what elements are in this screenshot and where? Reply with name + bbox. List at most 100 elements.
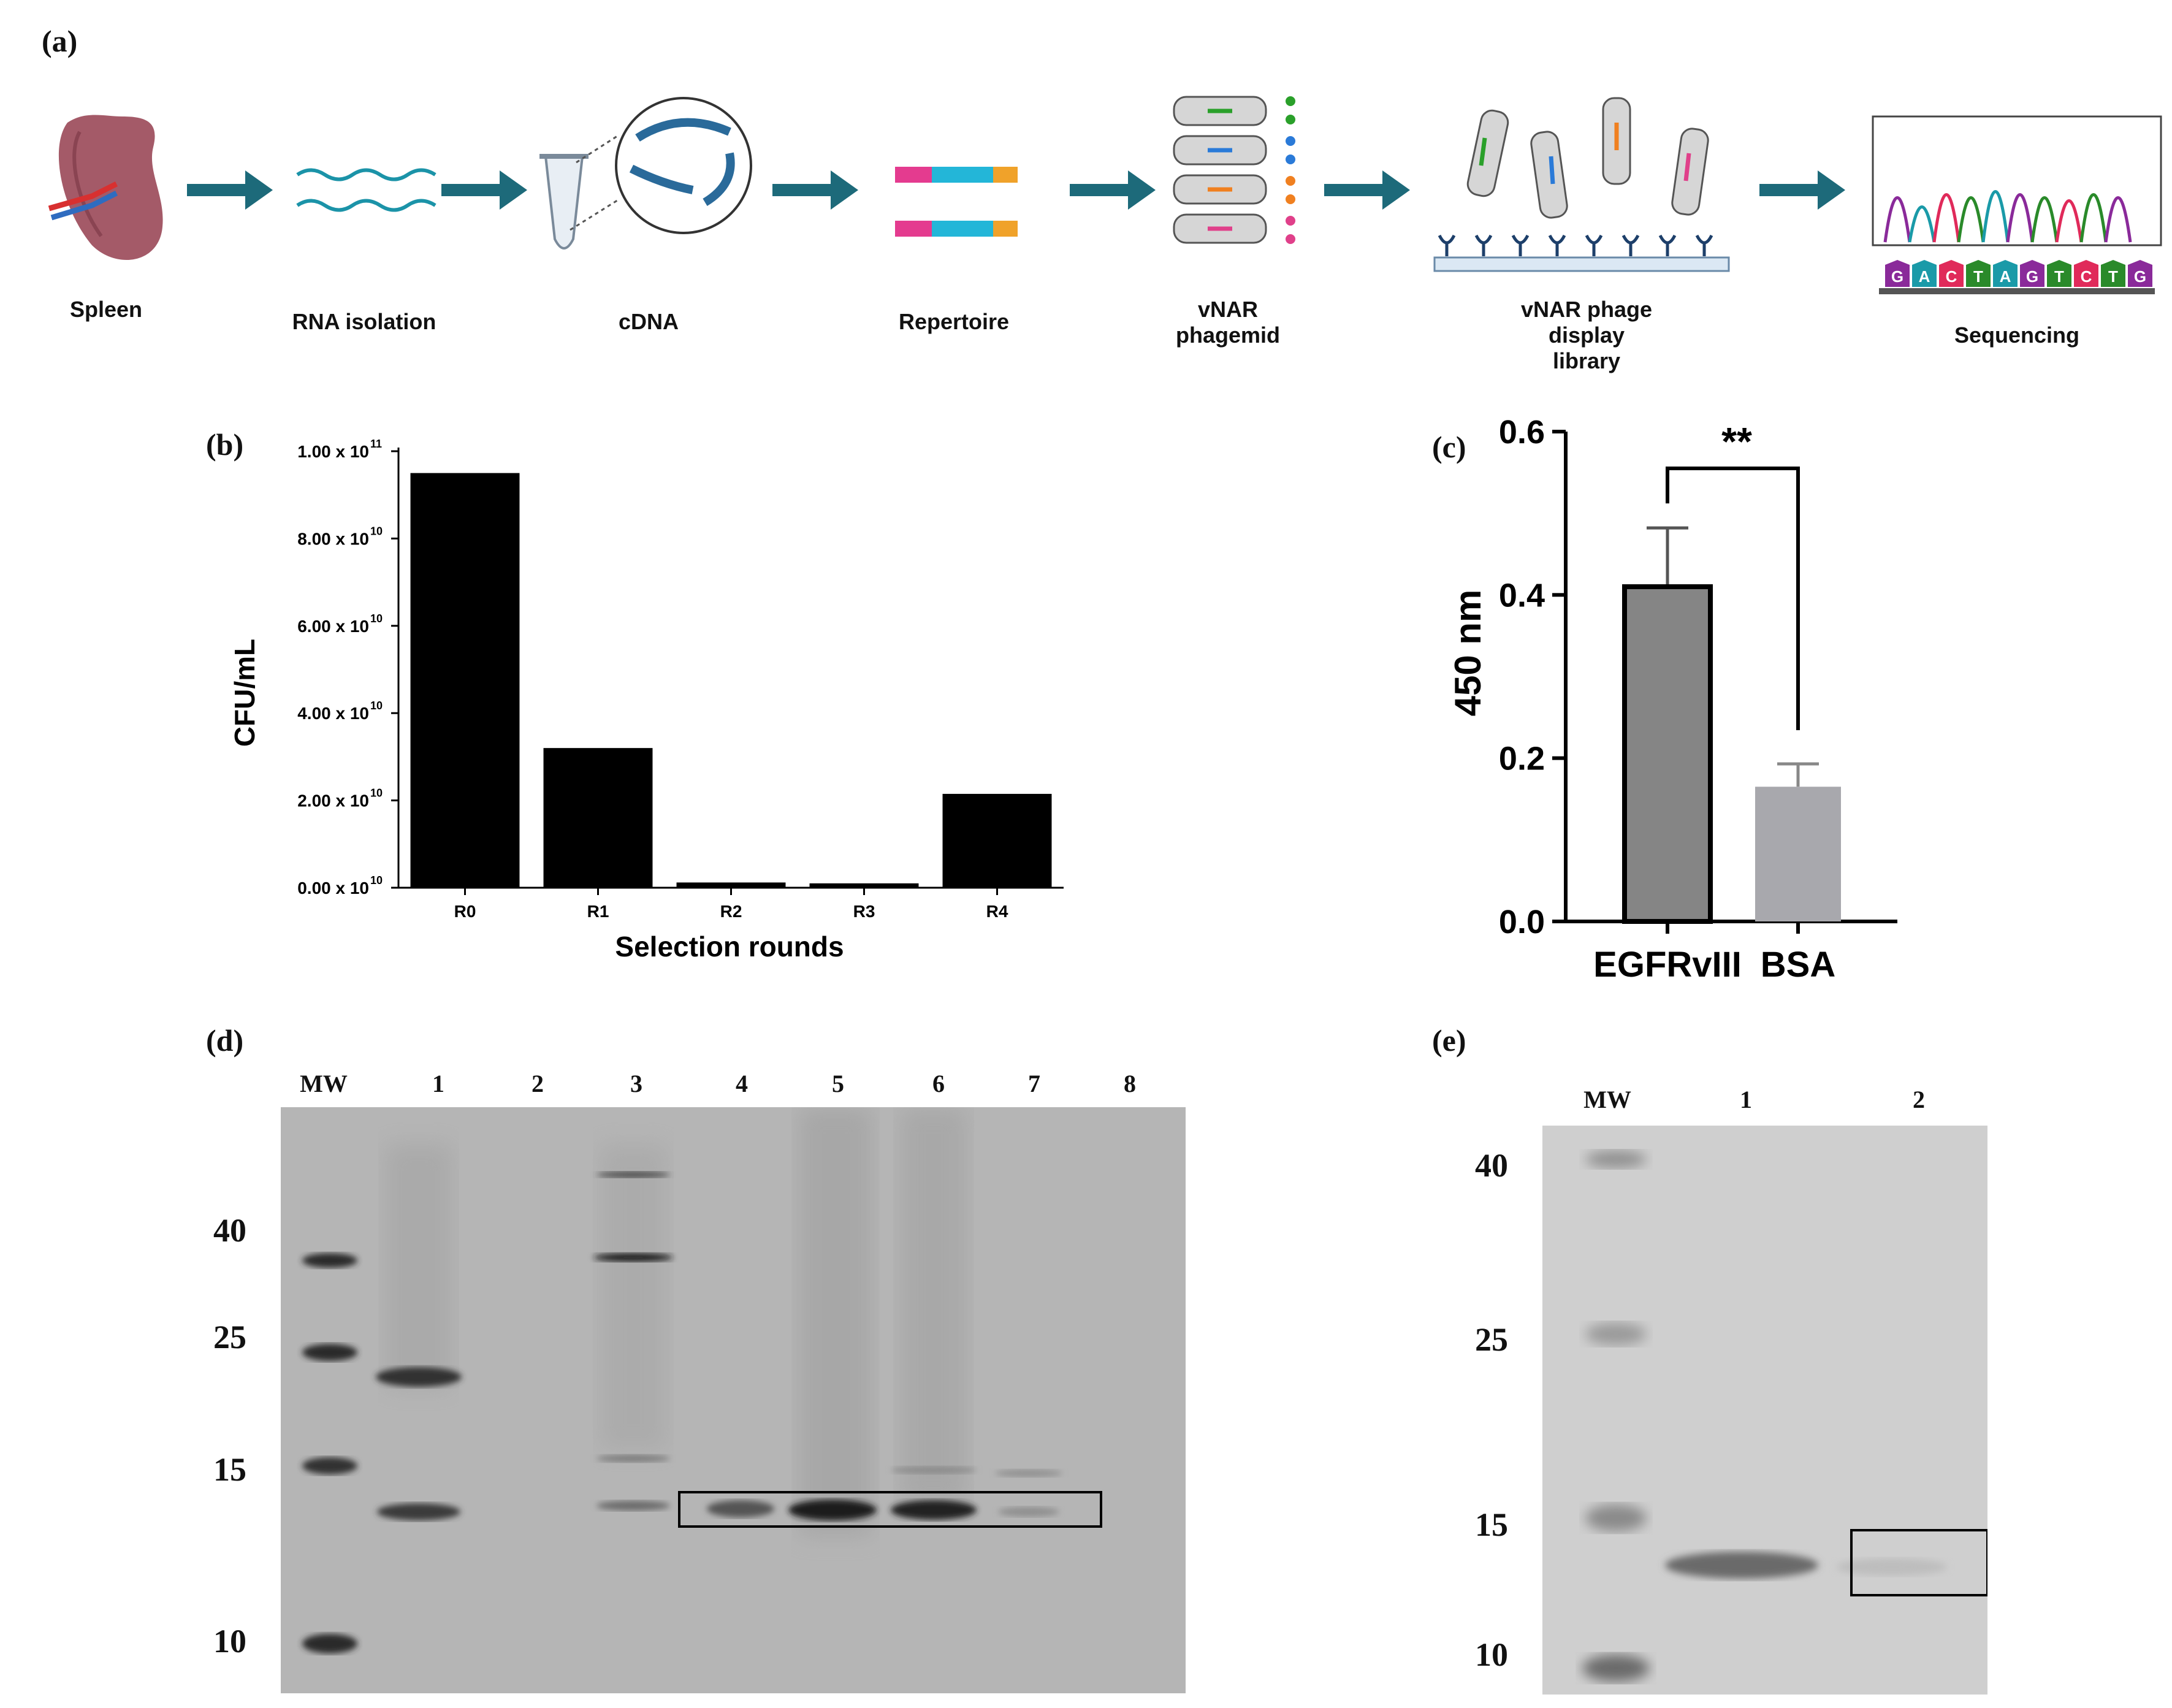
step-label-library: vNAR phage display library [1520, 297, 1653, 373]
sequence-letter-box [2047, 260, 2071, 287]
sequence-letter: T [2108, 267, 2118, 286]
gel-e-lane-mw: MW [1583, 1086, 1631, 1113]
chart-b-bar [676, 882, 786, 888]
sequence-letter-box [2020, 260, 2044, 287]
gel-d-lane-7: 7 [1028, 1070, 1040, 1097]
panel-label-e: (e) [1432, 1023, 1466, 1058]
step-label-rna: RNA isolation [292, 309, 436, 334]
sequence-letter-box [2101, 260, 2125, 287]
step-label-cdna: cDNA [618, 309, 679, 334]
arrow-icon [1759, 170, 1845, 210]
gel-d-marker-15: 15 [213, 1451, 246, 1488]
gel-e-marker-40: 40 [1475, 1147, 1508, 1184]
chart-b-bar [543, 748, 653, 888]
gel-d-highlight-box [678, 1491, 1102, 1528]
gel-d-lane-2: 2 [532, 1070, 544, 1097]
sequence-letter-box [1993, 260, 2018, 287]
step-label-repertoire: Repertoire [898, 309, 1010, 334]
sequence-letter-box [1939, 260, 1964, 287]
chart-b-xtick-label: R0 [454, 902, 476, 921]
gel-d-lane-mw: MW [300, 1070, 348, 1097]
sequence-letter-box [1885, 260, 1910, 287]
chart-b-xtick-label: R2 [720, 902, 742, 921]
sequence-letter-box [1966, 260, 1991, 287]
gel-e-marker-15: 15 [1475, 1506, 1508, 1543]
gel-d-bands [302, 1107, 1102, 1653]
sequence-letter: T [1973, 267, 1983, 286]
chart-c-ytick-label: 0.4 [1499, 577, 1545, 614]
arrow-icon [187, 170, 273, 210]
panel-label-d: (d) [206, 1023, 244, 1058]
chart-b-ytick-exponent: 11 [370, 438, 382, 450]
chart-b-xtick-label: R4 [986, 902, 1008, 921]
sequence-letter: C [2081, 267, 2092, 286]
chart-b-ytick-label: 4.00 x 10 [297, 704, 369, 723]
gel-e-marker-10: 10 [1475, 1636, 1508, 1673]
step-label-spleen: Spleen [69, 297, 143, 322]
sequence-letter: A [2000, 267, 2011, 286]
gel-d-lane-4: 4 [736, 1070, 748, 1097]
chart-b-ytick-exponent: 10 [370, 612, 383, 625]
chart-b-bar [942, 793, 1052, 888]
chart-b-ylabel: CFU/mL [229, 639, 261, 747]
workflow-arrows [187, 170, 1845, 210]
sequence-letter: C [1946, 267, 1957, 286]
phage-library-icon [1433, 97, 1730, 272]
chart-b-bar [809, 883, 919, 888]
chart-c-ytick-label: 0.2 [1499, 741, 1545, 777]
chart-b-ytick-label: 6.00 x 10 [297, 617, 369, 636]
chart-b-xtick-label: R3 [853, 902, 875, 921]
significance-marker: ** [1721, 419, 1752, 463]
cdna-icon [539, 97, 752, 250]
significance-bracket [1666, 467, 1800, 730]
sequence-letter-box [1912, 260, 1937, 287]
gel-d-marker-40: 40 [213, 1212, 246, 1249]
chart-b-ytick-exponent: 10 [370, 874, 383, 886]
chart-b-bar [410, 473, 520, 888]
chart-c-xtick-label: EGFRvIII [1593, 945, 1742, 985]
gel-e-marker-25: 25 [1475, 1321, 1508, 1358]
chart-b-xlabel: Selection rounds [615, 931, 844, 963]
sequence-letter: G [2134, 267, 2146, 286]
sequence-letter: G [1891, 267, 1903, 286]
step-label-sequencing: Sequencing [1954, 322, 2080, 348]
chart-b-ytick-exponent: 10 [370, 700, 383, 712]
chart-b-ytick-label: 1.00 x 10 [297, 442, 369, 461]
gel-e-lane-2: 2 [1913, 1086, 1925, 1113]
gel-d-marker-10: 10 [213, 1623, 246, 1660]
panel-label-a: (a) [42, 24, 78, 58]
arrow-icon [441, 170, 527, 210]
chart-c-ytick-label: 0.0 [1499, 904, 1545, 940]
sequence-letter-box [2074, 260, 2098, 287]
chart-c-xtick-label: BSA [1761, 945, 1835, 985]
chart-b-ytick-exponent: 10 [370, 787, 383, 799]
gel-d-lane-8: 8 [1124, 1070, 1136, 1097]
gel-d-lane-3: 3 [630, 1070, 642, 1097]
rna-icon [296, 168, 436, 212]
gel-e [1542, 1126, 1989, 1695]
chart-b-ytick-label: 0.00 x 10 [297, 879, 369, 898]
chart-b-ytick-label: 2.00 x 10 [297, 791, 369, 810]
chart-c-bar [1622, 584, 1713, 924]
gel-d-lane-1: 1 [432, 1070, 444, 1097]
repertoire-icon [895, 167, 1018, 237]
gel-d [281, 1107, 1186, 1693]
arrow-icon [772, 170, 858, 210]
chart-b-ytick-label: 8.00 x 10 [297, 529, 369, 548]
phagemid-icon [1173, 96, 1295, 244]
chart-c-ytick-label: 0.6 [1499, 414, 1545, 451]
gel-d-lane-6: 6 [932, 1070, 945, 1097]
panel-label-c: (c) [1432, 430, 1466, 464]
sequence-letter: G [2026, 267, 2038, 286]
sequence-letter: A [1919, 267, 1930, 286]
arrow-icon [1070, 170, 1156, 210]
gel-d-marker-25: 25 [213, 1319, 246, 1355]
gel-e-bands [1582, 1151, 1989, 1682]
sequence-letter-box [2128, 260, 2152, 287]
arrow-icon [1324, 170, 1410, 210]
chart-c-bar [1755, 787, 1841, 921]
chart-b-xtick-label: R1 [587, 902, 609, 921]
